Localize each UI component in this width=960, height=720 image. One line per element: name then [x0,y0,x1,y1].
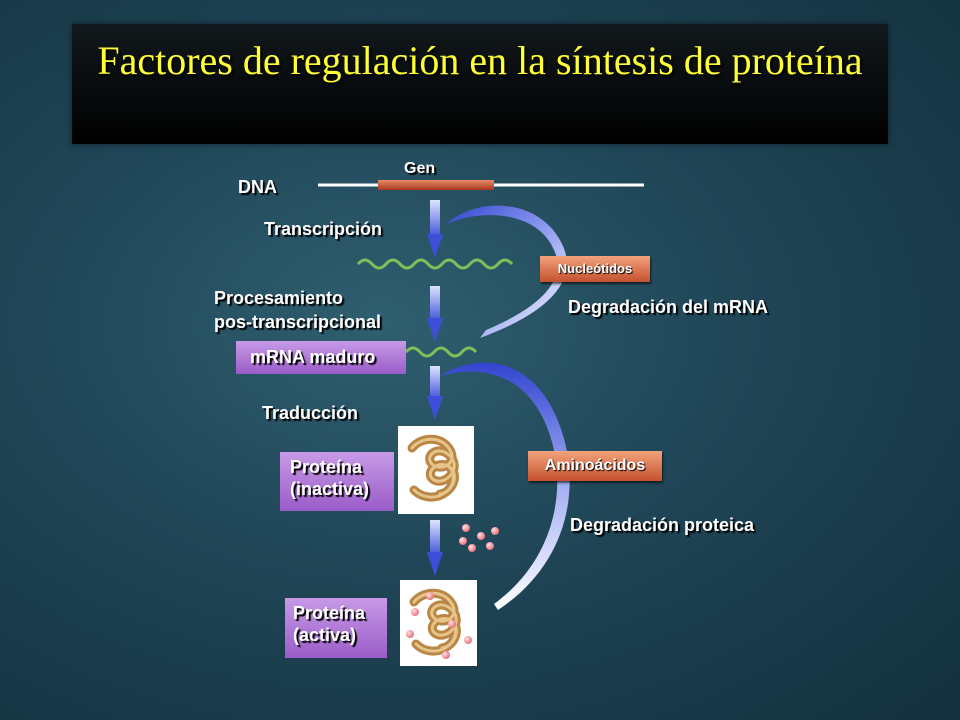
active-protein-box: Proteína (activa) [285,598,387,658]
gene-label: Gen [404,160,436,177]
dna-strand [318,180,644,190]
protein-active-image [400,580,477,666]
activation-arrow [427,520,443,576]
protein-inactive-image [398,426,474,514]
mature-mrna-label: mRNA maduro [250,347,376,367]
inactive-protein-line1: Proteína [290,457,363,477]
processing-label-line2: pos-transcripcional [214,312,382,332]
mature-mrna-box: mRNA maduro [236,341,406,374]
active-protein-line1: Proteína [293,603,366,623]
free-modifier-beads [459,524,499,552]
translation-label: Traducción [262,403,359,423]
slide-title: Factores de regulación en la síntesis de… [97,38,863,83]
inactive-protein-line2: (inactiva) [290,479,370,499]
nucleotides-label: Nucleótidos [557,261,633,276]
transcription-arrow [427,200,443,258]
protein-degradation-label: Degradación proteica [570,515,755,535]
active-protein-line2: (activa) [293,625,357,645]
dna-label: DNA [238,177,277,197]
transcription-label: Transcripción [264,219,383,239]
title-bar: Factores de regulación en la síntesis de… [72,24,888,144]
amino-acids-label: Aminoácidos [544,457,646,474]
inactive-protein-box: Proteína (inactiva) [280,452,394,511]
amino-acids-box: Aminoácidos [528,451,662,481]
translation-arrow [427,366,443,420]
mrna-degradation-curve [446,205,567,338]
mature-mrna-wave [404,346,478,358]
pre-mrna-wave [356,258,514,270]
gene-segment [378,180,494,190]
nucleotides-box: Nucleótidos [540,256,650,282]
processing-label-line1: Procesamiento [214,288,344,308]
mrna-degradation-label: Degradación del mRNA [568,297,769,317]
processing-arrow [427,286,443,342]
bound-modifier-beads [406,592,472,659]
